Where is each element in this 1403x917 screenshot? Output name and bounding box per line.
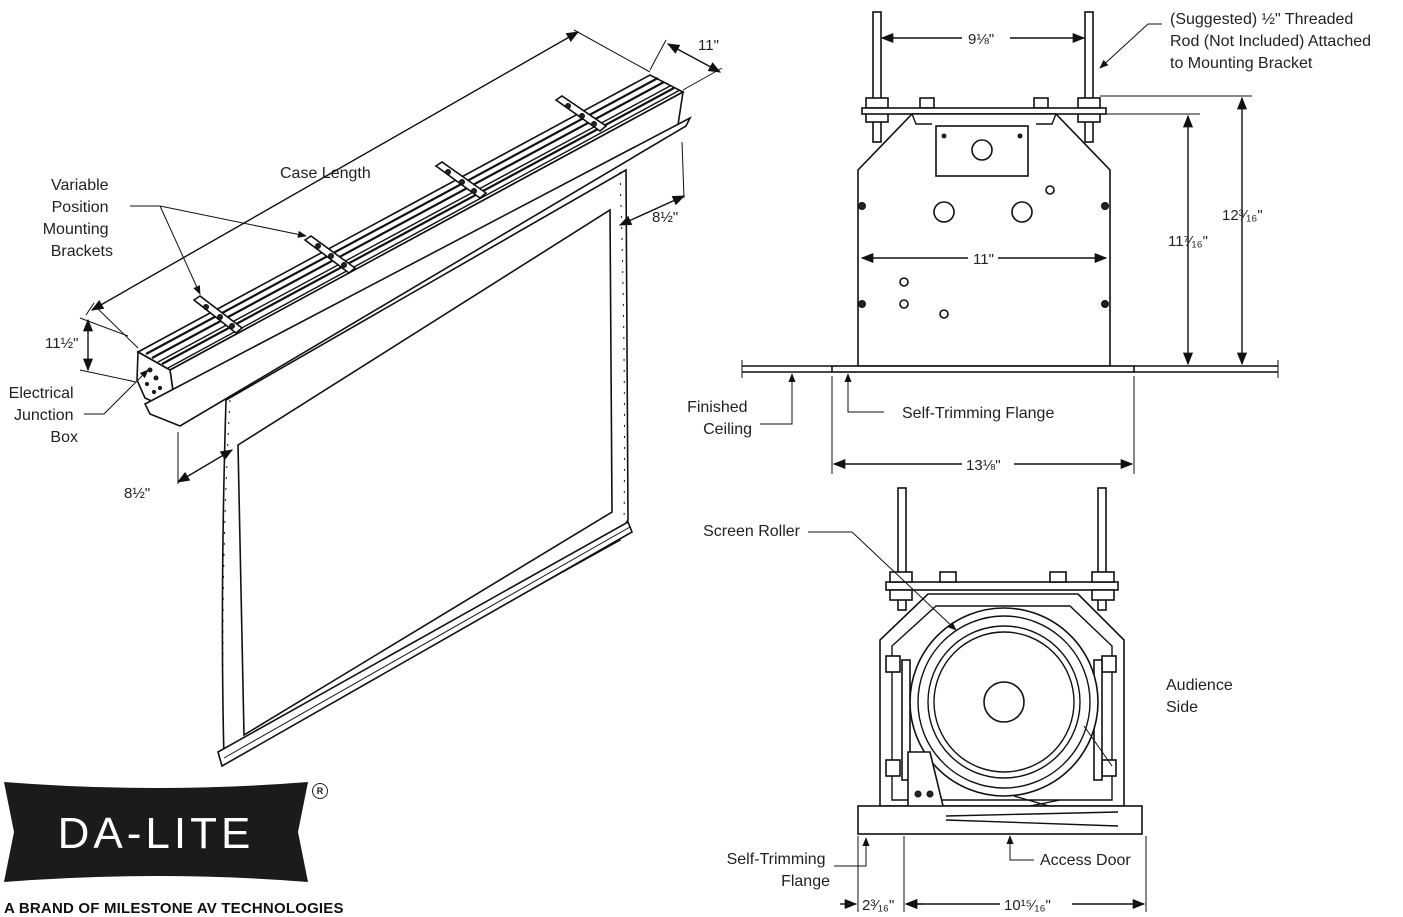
access-door-label: Access Door [1040,852,1131,869]
dim-11-center-label: 11" [973,251,994,268]
side-section-view: Screen Roller Audience Side Self-Trimmin… [703,487,1237,914]
threaded-rod-right-section [1097,487,1107,611]
da-lite-logo: DA-LITE [4,782,308,882]
front-elevation-view: 9⅛" (Suggested) ½" Threaded Rod (Not Inc… [687,11,1375,474]
dim-8half-bottom-line [176,449,234,483]
dim-13-1-8-label: 13⅛" [966,457,1001,474]
dim-11-top-label: 11" [698,37,719,54]
case-length-label: Case Length [280,165,371,182]
dim-12-3-16-label: 12³⁄₁₆" [1222,207,1263,224]
dim-11-7-16-label: 11⁷⁄₁₆" [1168,233,1208,250]
dim-8half-bottom-label: 8½" [124,485,150,502]
variable-brackets-label: Variable Position Mounting Brackets [43,177,113,260]
dim-8half-right-line [618,195,686,226]
screen-roller-label: Screen Roller [703,523,801,540]
dim-11half-label: 11½" [45,335,78,352]
dim-10-15-16-label: 10¹⁵⁄₁₆" [1004,897,1051,914]
screen-roller [909,607,1099,797]
self-trimming-flange-label: Self-Trimming Flange [902,405,1054,422]
dim-9-1-8-label: 9⅛" [968,31,994,48]
audience-side-label: Audience Side [1166,677,1237,716]
mounting-bracket-plate [861,107,1107,115]
junction-box-detail [144,367,163,395]
registered-mark: R [312,783,328,799]
logo-text: DA-LITE [58,809,255,858]
dim-8half-right-label: 8½" [652,209,678,226]
finished-ceiling-label: Finished Ceiling [687,399,752,438]
threaded-rod-left [872,11,882,143]
dim-11-top-line [666,43,722,73]
brand-tagline: A BRAND OF MILESTONE AV TECHNOLOGIES [4,900,344,917]
threaded-rod-right [1084,11,1094,143]
case-length-dimension [90,31,580,311]
self-trimming-flange-2-label: Self-Trimming Flange [727,851,831,890]
self-trimming-flange [831,365,1135,373]
threaded-rod-left-section [897,487,907,611]
junction-box-label: Electrical Junction Box [9,385,78,446]
access-door-flange [857,805,1143,835]
perspective-view: Case Length 11" 8½" 11½" 8½" Variable Po… [9,29,723,768]
threaded-rod-label: (Suggested) ½" Threaded Rod (Not Include… [1170,11,1375,72]
dim-2-3-16-label: 2³⁄₁₆" [862,897,894,914]
